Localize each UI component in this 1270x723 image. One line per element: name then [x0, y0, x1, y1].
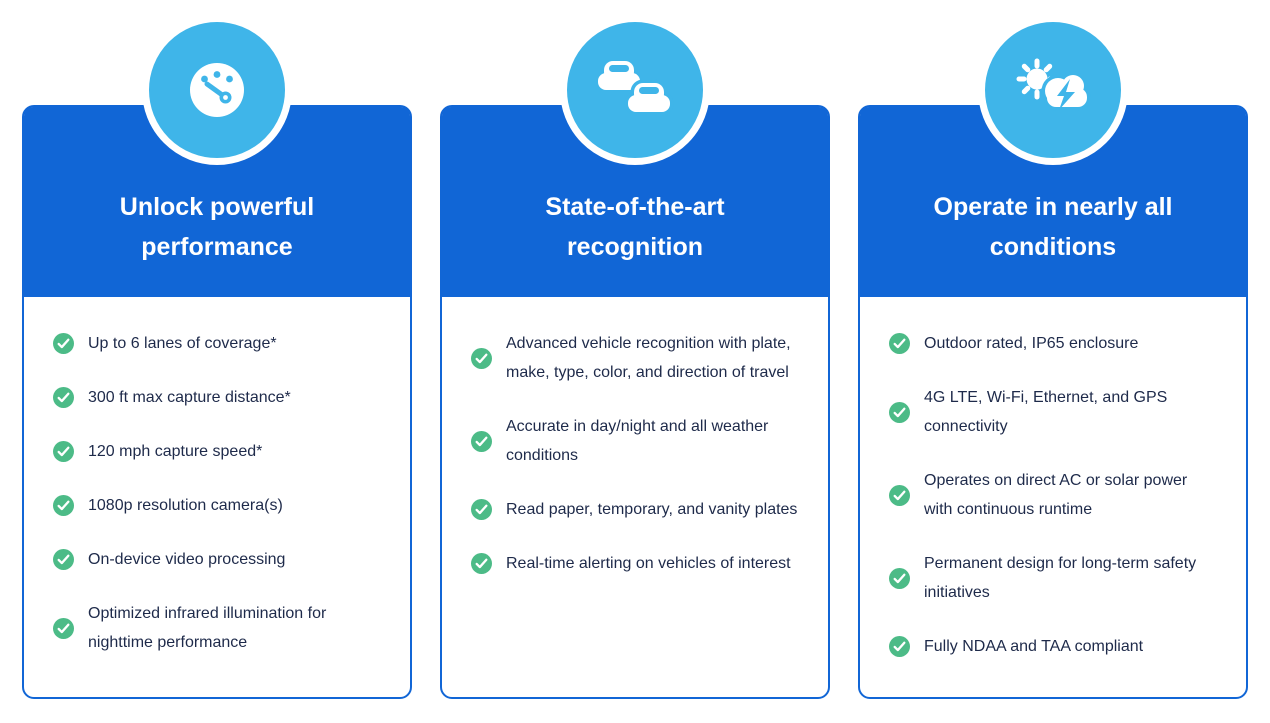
feature-item: Optimized infrared illumination for nigh…: [53, 599, 384, 657]
feature-item: Fully NDAA and TAA compliant: [889, 632, 1220, 661]
feature-text: Real-time alerting on vehicles of intere…: [506, 555, 791, 572]
check-icon: [471, 347, 492, 369]
card-conditions: Operate in nearly all conditions Outdoor…: [858, 15, 1248, 699]
card-title: Unlock powerful performance: [44, 187, 390, 267]
feature-text: On-device video processing: [88, 551, 286, 568]
feature-text: 300 ft max capture distance*: [88, 389, 291, 406]
card-title-line: Operate in nearly all: [933, 193, 1173, 221]
feature-item: Operates on direct AC or solar power wit…: [889, 466, 1220, 524]
feature-text: 4G LTE, Wi-Fi, Ethernet, and GPS connect…: [924, 389, 1168, 435]
feature-item: 300 ft max capture distance*: [53, 383, 384, 412]
feature-text: 120 mph capture speed*: [88, 443, 263, 460]
check-icon: [53, 549, 74, 570]
feature-text: Advanced vehicle recognition with plate,…: [506, 335, 791, 381]
feature-list: Up to 6 lanes of coverage* 300 ft max ca…: [24, 297, 410, 697]
feature-text: Accurate in day/night and all weather co…: [506, 418, 769, 464]
feature-text: Optimized infrared illumination for nigh…: [88, 605, 327, 651]
check-icon: [889, 333, 910, 354]
card-title-line: State-of-the-art: [545, 193, 725, 221]
sun-cloud-lightning-icon: [978, 15, 1128, 165]
feature-text: Outdoor rated, IP65 enclosure: [924, 335, 1139, 352]
check-icon: [471, 430, 492, 452]
feature-text: Read paper, temporary, and vanity plates: [506, 501, 798, 518]
check-icon: [53, 387, 74, 408]
feature-item: Up to 6 lanes of coverage*: [53, 329, 384, 358]
feature-list: Advanced vehicle recognition with plate,…: [442, 297, 828, 697]
check-icon: [53, 441, 74, 462]
feature-text: Permanent design for long-term safety in…: [924, 555, 1197, 601]
card-title: Operate in nearly all conditions: [880, 187, 1226, 267]
card-title-line: performance: [141, 233, 293, 261]
feature-item: Real-time alerting on vehicles of intere…: [471, 549, 802, 578]
check-icon: [889, 401, 910, 423]
check-icon: [889, 567, 910, 589]
check-icon: [471, 499, 492, 520]
card-recognition: State-of-the-art recognition Advanced ve…: [440, 15, 830, 699]
feature-item: 1080p resolution camera(s): [53, 491, 384, 520]
check-icon: [471, 553, 492, 574]
feature-item: Advanced vehicle recognition with plate,…: [471, 329, 802, 387]
feature-list: Outdoor rated, IP65 enclosure 4G LTE, Wi…: [860, 297, 1246, 697]
card-title-line: conditions: [989, 233, 1117, 261]
feature-item: Outdoor rated, IP65 enclosure: [889, 329, 1220, 358]
feature-item: On-device video processing: [53, 545, 384, 574]
card-performance: Unlock powerful performance Up to 6 lane…: [22, 15, 412, 699]
traffic-cars-icon: [560, 15, 710, 165]
card-title-line: recognition: [566, 233, 704, 261]
check-icon: [889, 636, 910, 657]
check-icon: [53, 495, 74, 516]
card-title-line: Unlock powerful: [119, 193, 315, 221]
feature-text: Operates on direct AC or solar power wit…: [924, 472, 1188, 518]
check-icon: [53, 333, 74, 354]
check-icon: [889, 484, 910, 506]
feature-item: Permanent design for long-term safety in…: [889, 549, 1220, 607]
card-title: State-of-the-art recognition: [462, 187, 808, 267]
check-icon: [53, 617, 74, 639]
feature-text: Fully NDAA and TAA compliant: [924, 638, 1144, 655]
feature-item: 4G LTE, Wi-Fi, Ethernet, and GPS connect…: [889, 383, 1220, 441]
speedometer-icon: [142, 15, 292, 165]
feature-item: 120 mph capture speed*: [53, 437, 384, 466]
feature-text: Up to 6 lanes of coverage*: [88, 335, 277, 352]
feature-item: Accurate in day/night and all weather co…: [471, 412, 802, 470]
feature-item: Read paper, temporary, and vanity plates: [471, 495, 802, 524]
feature-text: 1080p resolution camera(s): [88, 497, 283, 514]
